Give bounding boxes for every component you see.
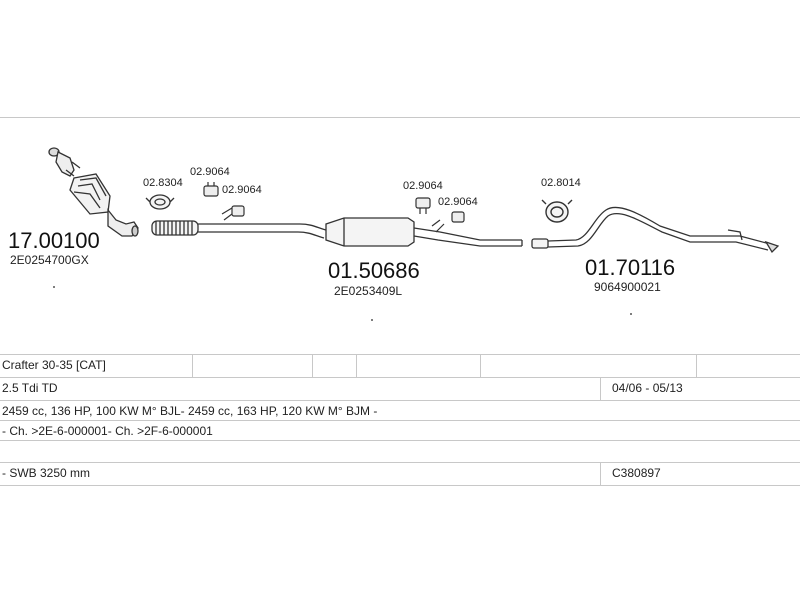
col-divider-5: [600, 377, 601, 400]
vehicle-wheelbase: - SWB 3250 mm: [2, 466, 91, 480]
clamp-b-drawing[interactable]: [541, 199, 573, 223]
rubber-mount-a-label: 02.9064: [190, 166, 230, 178]
reference-dot: [53, 286, 55, 288]
reference-dot: [630, 313, 632, 315]
vehicle-model: Crafter 30-35 [CAT]: [2, 358, 106, 372]
rear-pipe-drawing[interactable]: [531, 206, 780, 254]
table-rule-5: [0, 440, 800, 441]
catalyst-oem-number: 2E0254700GX: [10, 253, 89, 267]
catalytic-converter-drawing[interactable]: [48, 147, 139, 237]
middle-silencer-oem-number: 2E0253409L: [334, 284, 402, 298]
reference-dot: [371, 319, 373, 321]
vehicle-specs: 2459 cc, 136 HP, 100 KW M° BJL- 2459 cc,…: [2, 404, 378, 418]
rear-silencer-oem-number: 9064900021: [594, 280, 661, 294]
catalyst-part-number: 17.00100: [8, 228, 100, 253]
table-rule-4: [0, 420, 800, 421]
rubber-mount-d-label: 02.9064: [438, 196, 478, 208]
rubber-mount-a-drawing[interactable]: [203, 182, 219, 197]
catalog-code: C380897: [612, 466, 661, 480]
col-divider-4: [480, 354, 481, 377]
col-divider-3: [356, 354, 357, 377]
middle-silencer-drawing[interactable]: [325, 217, 523, 247]
table-rule-1: [0, 354, 800, 355]
rubber-mount-d-drawing[interactable]: [431, 211, 465, 233]
vehicle-chassis: - Ch. >2E-6-000001- Ch. >2F-6-000001: [2, 424, 213, 438]
table-rule-7: [0, 485, 800, 486]
col-divider-1: [192, 354, 193, 377]
table-rule-6: [0, 462, 800, 463]
middle-silencer-part-number: 01.50686: [328, 258, 420, 283]
rubber-mount-b-drawing[interactable]: [221, 205, 245, 221]
col-divider-7: [696, 354, 697, 377]
vehicle-engine: 2.5 Tdi TD: [2, 381, 58, 395]
front-pipe-drawing[interactable]: [151, 220, 327, 239]
top-rule: [0, 117, 800, 118]
table-rule-3: [0, 400, 800, 401]
clamp-a-label: 02.8304: [143, 177, 183, 189]
rubber-mount-c-label: 02.9064: [403, 180, 443, 192]
rear-silencer-part-number: 01.70116: [585, 255, 675, 280]
col-divider-6: [600, 462, 601, 485]
rubber-mount-c-drawing[interactable]: [415, 197, 431, 214]
col-divider-2: [312, 354, 313, 377]
vehicle-years: 04/06 - 05/13: [612, 381, 683, 395]
clamp-a-drawing[interactable]: [145, 194, 175, 210]
table-rule-2: [0, 377, 800, 378]
exhaust-diagram: 17.00100 2E0254700GX 01.50686 2E0253409L…: [8, 147, 780, 321]
clamp-b-label: 02.8014: [541, 177, 581, 189]
rubber-mount-b-label: 02.9064: [222, 184, 262, 196]
